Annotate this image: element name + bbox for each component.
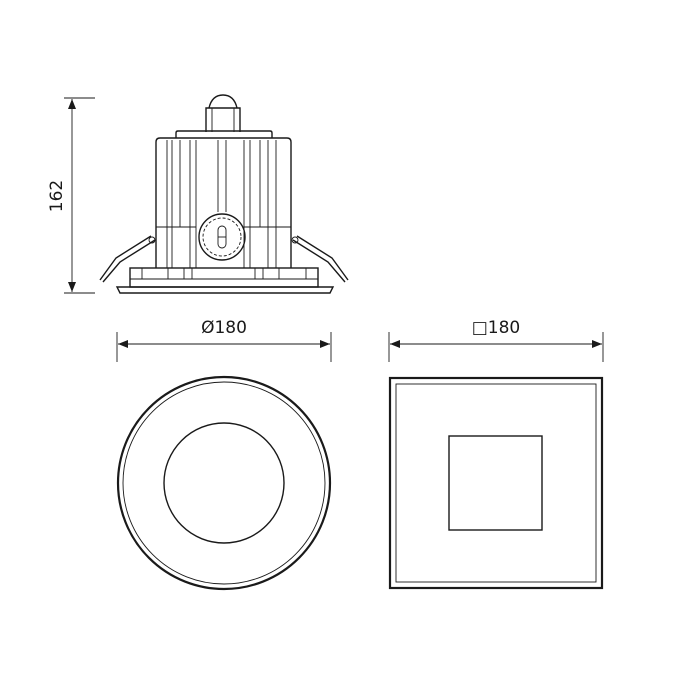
square-dimension: □180 [388, 318, 604, 362]
height-label: 162 [47, 180, 67, 212]
height-dimension: 162 [47, 97, 95, 294]
round-diameter-label: Ø180 [201, 318, 247, 338]
heatsink-body [155, 137, 292, 268]
cable-gland [205, 94, 241, 132]
side-view [99, 94, 349, 294]
square-front-view [388, 376, 604, 590]
spring-clip-left [99, 235, 156, 283]
base-ring [129, 267, 319, 288]
round-front-view [116, 375, 332, 591]
square-side-label: □180 [472, 318, 521, 338]
knob [198, 213, 246, 261]
spring-clip-right [292, 235, 349, 283]
flange [115, 286, 335, 294]
heatsink-fins [156, 140, 291, 268]
round-dimension: Ø180 [116, 318, 332, 362]
